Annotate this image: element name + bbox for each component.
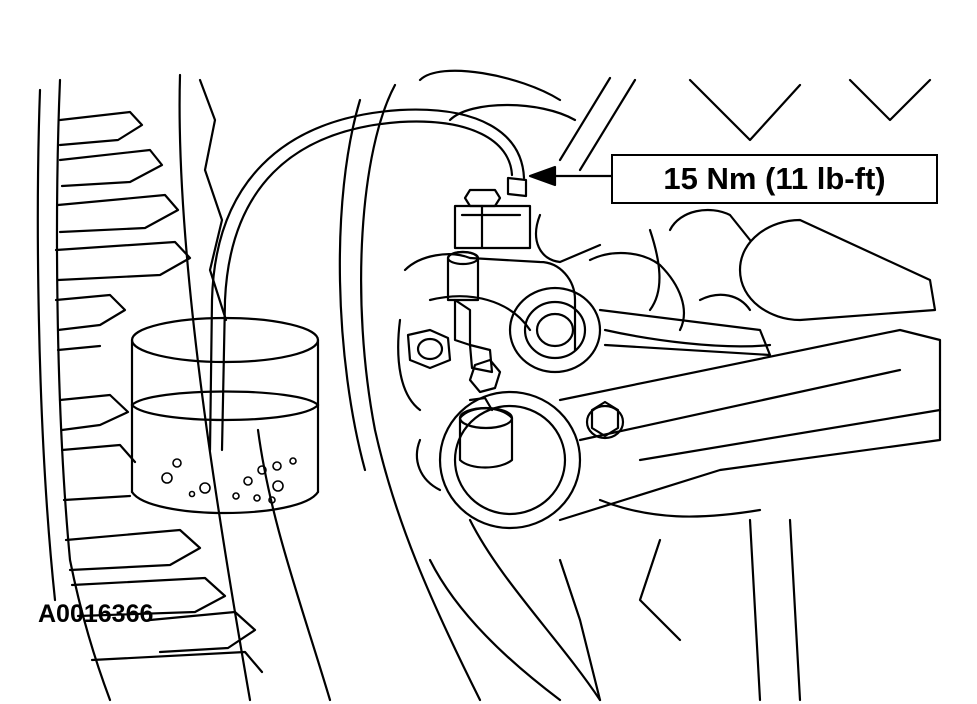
callout-arrow <box>528 165 613 187</box>
catch-jar <box>130 316 320 515</box>
caliper-bolt <box>406 328 514 469</box>
torque-callout: 15 Nm (11 lb-ft) <box>611 154 938 204</box>
figure-id: A0016366 <box>38 600 154 628</box>
tire-tread <box>36 73 332 702</box>
upper-arm <box>535 76 937 332</box>
control-arm <box>438 328 942 702</box>
brake-rotor <box>338 69 602 702</box>
bleeder-screw <box>446 188 532 374</box>
torque-label: 15 Nm (11 lb-ft) <box>663 161 886 196</box>
brake-caliper <box>397 253 772 492</box>
bleeder-hose <box>208 108 528 452</box>
fluid-bubbles <box>161 457 297 504</box>
